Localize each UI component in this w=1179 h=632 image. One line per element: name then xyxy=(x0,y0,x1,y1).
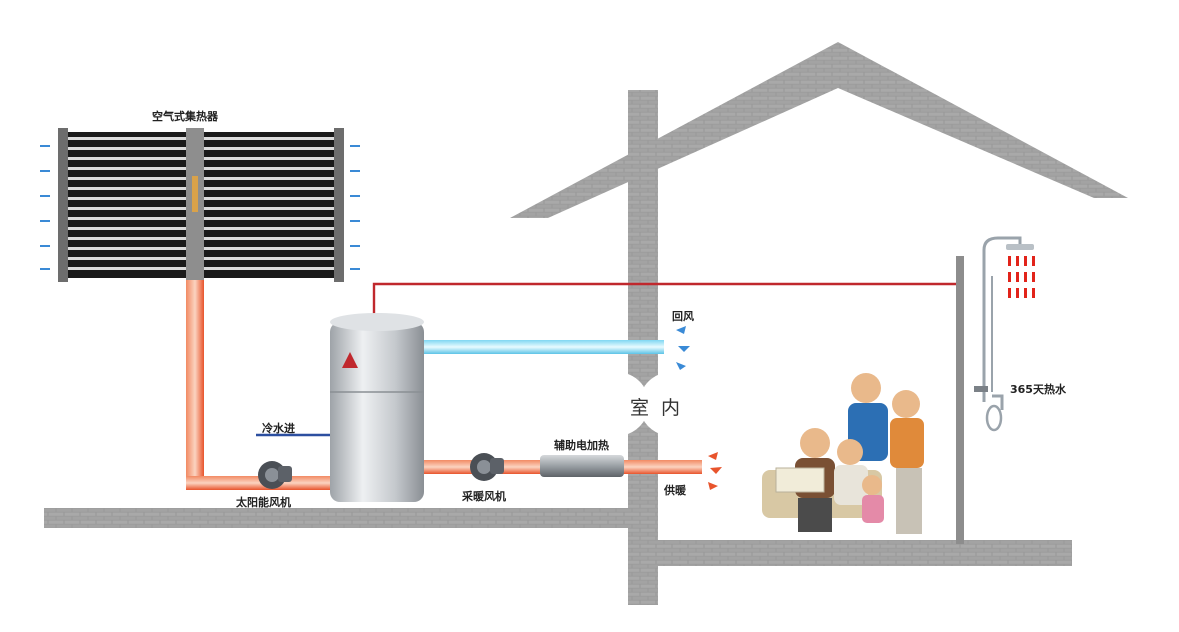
ground-indoor xyxy=(640,540,1072,566)
cold-water-in-label: 冷水进 xyxy=(262,422,295,435)
hot-water-line xyxy=(372,282,960,322)
return-air-pipe xyxy=(424,340,664,354)
heating-supply-label: 供暖 xyxy=(664,484,686,497)
return-air-label: 回风 xyxy=(672,310,694,323)
return-air-arrows xyxy=(676,326,690,370)
shower-icon xyxy=(982,236,1022,432)
aux-heater xyxy=(540,455,624,477)
storage-tank xyxy=(330,313,424,502)
indoor-label: 室 内 xyxy=(630,397,684,419)
solar-fan-icon xyxy=(258,461,292,489)
collector-down-pipe xyxy=(186,280,204,488)
hot-water-label: 365天热水 xyxy=(1010,383,1066,396)
ground-outdoor xyxy=(44,508,644,528)
heating-fan-icon xyxy=(470,453,504,481)
air-collector xyxy=(58,128,344,282)
heating-fan-label: 采暖风机 xyxy=(462,490,506,503)
solar-fan-label: 太阳能风机 xyxy=(236,496,291,509)
heating-supply-arrows xyxy=(708,452,722,490)
house-roof xyxy=(510,42,1128,218)
wind-arrows-right xyxy=(350,145,360,270)
shower-post xyxy=(956,256,964,544)
wind-arrows-left xyxy=(40,145,50,270)
hot-shower-water xyxy=(1008,256,1035,298)
aux-heater-label: 辅助电加热 xyxy=(554,439,609,452)
tank-logo xyxy=(342,352,358,368)
collector-label: 空气式集热器 xyxy=(152,110,218,123)
family-illustration xyxy=(762,373,924,534)
